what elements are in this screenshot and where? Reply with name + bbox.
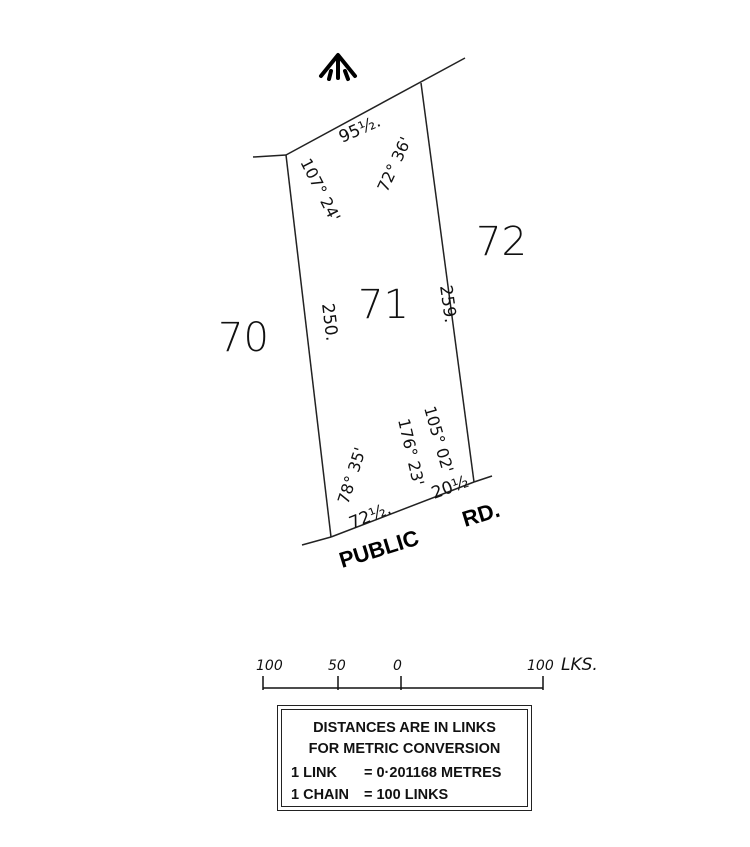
- road-frontage: [301, 536, 332, 546]
- east-distance: 259.: [435, 284, 460, 324]
- road-frontage-west: [330, 481, 475, 538]
- legend-chain-label: 1 CHAIN: [291, 787, 350, 803]
- scale-unit-label: LKS.: [561, 655, 598, 675]
- legend-line-2: FOR METRIC CONVERSION: [308, 741, 501, 757]
- angle-se-outer: 105° 02': [420, 404, 457, 475]
- west-boundary: [285, 154, 332, 538]
- north-boundary: [285, 57, 466, 156]
- lot-number-east: 72: [476, 219, 527, 265]
- legend-link-value: = 0·201168 METRES: [364, 765, 502, 781]
- conversion-legend: DISTANCES ARE IN LINKS FOR METRIC CONVER…: [277, 705, 532, 811]
- angle-sw: 78° 35': [334, 445, 370, 506]
- scale-tick-label: 50: [328, 658, 346, 674]
- legend-chain-value: = 100 LINKS: [364, 787, 449, 803]
- road-name-word2: RD.: [459, 497, 503, 532]
- north-arrow-icon: [319, 53, 357, 81]
- angle-se-inner: 176° 23': [394, 417, 428, 488]
- west-neighbour-boundary: [252, 154, 287, 158]
- lot-boundaries: [252, 57, 493, 546]
- south-west-distance: 72½.: [346, 499, 394, 534]
- scale-tick-label: 100: [256, 658, 283, 674]
- lot-number-west: 70: [218, 315, 269, 361]
- west-distance: 250.: [317, 302, 341, 342]
- conversion-legend-inner: DISTANCES ARE IN LINKS FOR METRIC CONVER…: [281, 709, 528, 807]
- legend-line-1: DISTANCES ARE IN LINKS: [313, 720, 496, 736]
- lot-number-subject: 71: [358, 282, 409, 328]
- legend-link-label: 1 LINK: [291, 765, 337, 781]
- scale-bar: [262, 676, 544, 690]
- scale-tick-label: 100: [527, 658, 554, 674]
- road-name-word1: PUBLIC: [336, 525, 422, 573]
- angle-nw: 107° 24': [296, 155, 344, 225]
- scale-tick-label: 0: [393, 658, 402, 674]
- angle-ne: 72° 36': [373, 134, 415, 195]
- south-east-distance: 20½: [429, 472, 472, 504]
- road-frontage-east: [473, 475, 493, 483]
- east-boundary: [420, 82, 475, 483]
- north-distance: 95½.: [336, 112, 384, 148]
